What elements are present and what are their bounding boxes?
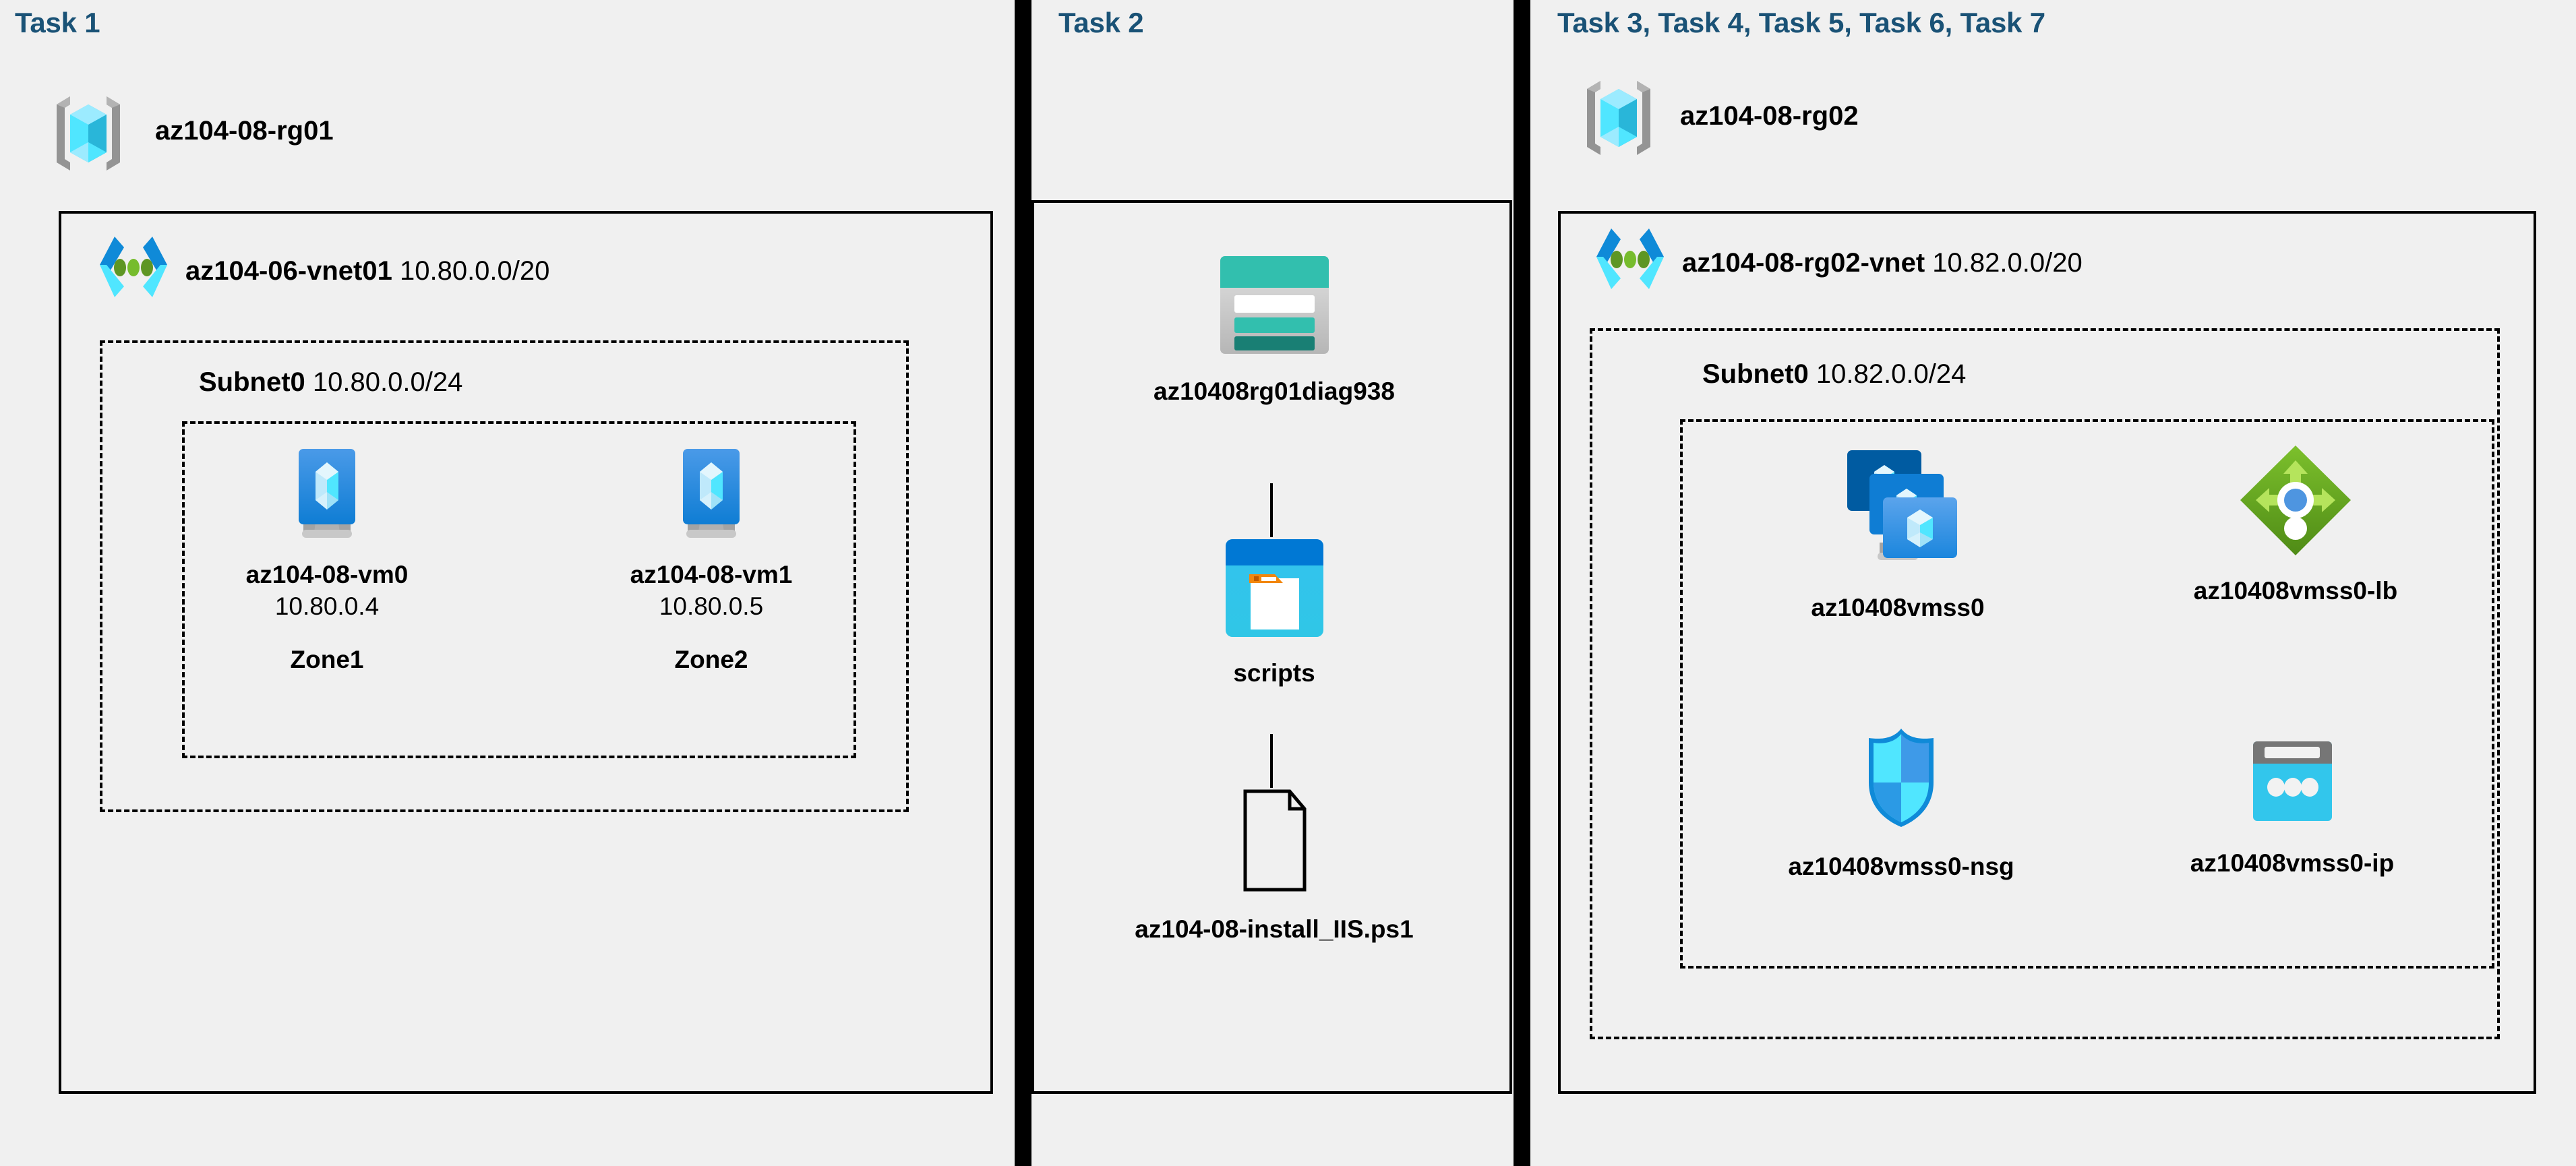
subnet-boundary-task3 bbox=[1590, 328, 2500, 1039]
blob-container-node: scripts bbox=[1163, 536, 1385, 689]
storage-account-name: az10408rg01diag938 bbox=[1154, 377, 1395, 405]
resource-group-icon bbox=[44, 90, 132, 181]
subnet-resources-boundary bbox=[1680, 419, 2494, 969]
storage-account-node: az10408rg01diag938 bbox=[1126, 251, 1422, 407]
blob-container-name: scripts bbox=[1233, 659, 1315, 687]
vnet-name: az104-06-vnet01 bbox=[185, 256, 400, 286]
vnet-label: az104-06-vnet01 10.80.0.0/20 bbox=[185, 256, 549, 286]
virtual-network-icon bbox=[1591, 224, 1669, 302]
subnet-label: Subnet0 10.80.0.0/24 bbox=[199, 367, 462, 398]
resource-group-name: az104-08-rg02 bbox=[1680, 101, 1859, 131]
vnet-boundary-task1 bbox=[59, 211, 993, 1094]
public-ip-address-node: az10408vmss0-ip bbox=[2137, 735, 2447, 879]
panel-divider-right bbox=[1514, 0, 1530, 1166]
vm-ip: 10.80.0.5 bbox=[659, 592, 764, 621]
vm-scale-set-icon bbox=[1753, 438, 2043, 580]
task-2-title: Task 2 bbox=[1058, 7, 1144, 38]
resource-group-label: az104-08-rg01 bbox=[155, 116, 334, 146]
network-security-group-node: az10408vmss0-nsg bbox=[1756, 725, 2046, 882]
load-balancer-name: az10408vmss0-lb bbox=[2193, 577, 2398, 605]
task2-container-boundary bbox=[1031, 200, 1512, 1094]
connector-storage-to-container bbox=[1270, 483, 1273, 537]
resource-group-label: az104-08-rg02 bbox=[1680, 101, 1859, 131]
file-node: az104-08-install_IIS.ps1 bbox=[1065, 787, 1483, 945]
vnet-cidr: 10.82.0.0/20 bbox=[1932, 248, 2083, 278]
public-ip-address-name: az10408vmss0-ip bbox=[2190, 849, 2395, 877]
blob-container-icon bbox=[1163, 536, 1385, 644]
subnet-name: Subnet0 bbox=[199, 367, 313, 397]
availability-zone-group-boundary bbox=[182, 421, 856, 758]
subnet-label: Subnet0 10.82.0.0/24 bbox=[1702, 359, 1966, 390]
virtual-machine-icon bbox=[229, 445, 425, 549]
subnet-boundary-task1 bbox=[100, 340, 909, 812]
vnet-label: az104-08-rg02-vnet 10.82.0.0/20 bbox=[1682, 248, 2083, 278]
subnet-name: Subnet0 bbox=[1702, 359, 1816, 389]
virtual-network-icon bbox=[94, 233, 173, 310]
task-3-7-title: Task 3, Task 4, Task 5, Task 6, Task 7 bbox=[1557, 7, 2045, 38]
panel-divider-left bbox=[1015, 0, 1031, 1166]
network-security-group-name: az10408vmss0-nsg bbox=[1788, 853, 2014, 880]
vm-ip: 10.80.0.4 bbox=[274, 592, 380, 621]
panel-task-2: Task 2 az104 bbox=[1031, 0, 1514, 1166]
vnet-cidr: 10.80.0.0/20 bbox=[399, 256, 550, 286]
public-ip-address-icon bbox=[2137, 735, 2447, 832]
subnet-cidr: 10.82.0.0/24 bbox=[1816, 359, 1967, 389]
vm-zone: Zone1 bbox=[290, 645, 364, 673]
file-icon bbox=[1065, 787, 1483, 898]
task-1-title: Task 1 bbox=[15, 7, 100, 38]
resource-group-icon bbox=[1575, 74, 1663, 165]
vm-name: az104-08-vm1 bbox=[630, 561, 793, 588]
load-balancer-icon bbox=[2140, 441, 2451, 563]
network-security-group-icon bbox=[1756, 725, 2046, 836]
virtual-machine-icon bbox=[613, 445, 809, 549]
storage-account-icon bbox=[1126, 251, 1422, 362]
vnet-name: az104-08-rg02-vnet bbox=[1682, 248, 1933, 278]
vnet-boundary-task3 bbox=[1558, 211, 2536, 1094]
vm-zone: Zone2 bbox=[674, 645, 748, 673]
file-name: az104-08-install_IIS.ps1 bbox=[1135, 915, 1414, 943]
vm-scale-set-node: az10408vmss0 bbox=[1753, 438, 2043, 623]
resource-group-name: az104-08-rg01 bbox=[155, 116, 334, 146]
vm-name: az104-08-vm0 bbox=[245, 561, 409, 588]
vm-scale-set-name: az10408vmss0 bbox=[1811, 594, 1985, 621]
vm-node-0: az104-08-vm0 10.80.0.4 Zone1 bbox=[229, 445, 425, 674]
panel-task-1: Task 1 az104-08-rg01 bbox=[0, 0, 1015, 1166]
vm-node-1: az104-08-vm1 10.80.0.5 Zone2 bbox=[613, 445, 809, 674]
subnet-cidr: 10.80.0.0/24 bbox=[312, 367, 463, 397]
connector-container-to-file bbox=[1270, 734, 1273, 788]
panel-task-3-7: Task 3, Task 4, Task 5, Task 6, Task 7 a… bbox=[1537, 0, 2576, 1166]
load-balancer-node: az10408vmss0-lb bbox=[2140, 441, 2451, 607]
